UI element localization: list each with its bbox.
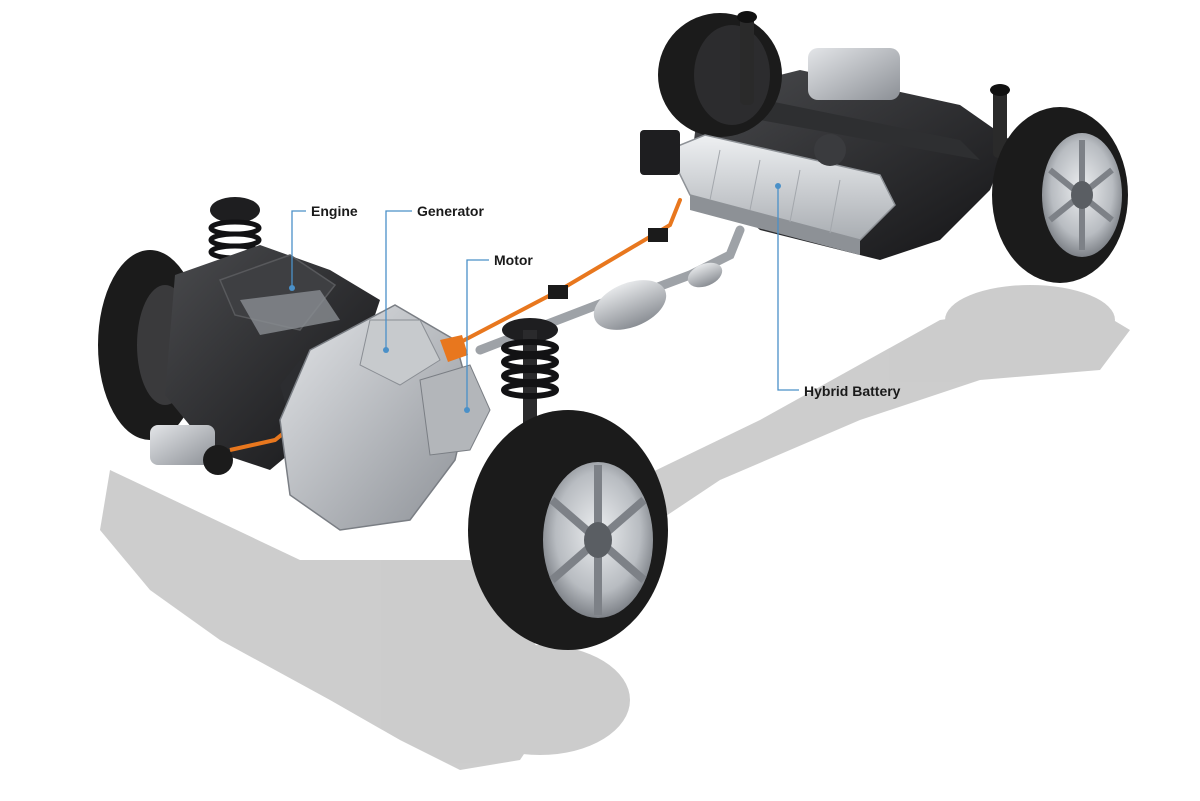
callout-dots [289, 183, 781, 413]
high-voltage-cable [453, 198, 682, 347]
battery-callout-line [777, 186, 799, 391]
rear-muffler [808, 48, 900, 100]
motor-callout-line [466, 259, 489, 410]
exhaust-system [475, 225, 745, 355]
rear-right-wheel [990, 84, 1128, 283]
fuel-tank-cap [814, 134, 846, 166]
battery-connector [640, 130, 680, 175]
motor-label: Motor [494, 252, 533, 268]
callout-lines [291, 186, 799, 410]
generator-callout-line [385, 210, 412, 350]
generator-label: Generator [417, 203, 484, 219]
rear-left-shock [740, 15, 754, 105]
hybrid-battery-label: Hybrid Battery [804, 383, 901, 399]
transaxle-housing [279, 304, 491, 531]
motor-housing [419, 364, 491, 456]
cable-clip [648, 228, 668, 242]
hybrid-battery-pack [640, 130, 896, 255]
cable-clip [548, 285, 568, 299]
rear-left-wheel [658, 11, 782, 137]
rear-right-shock [993, 88, 1007, 158]
front-right-wheel [468, 410, 668, 650]
engine-callout-line [291, 210, 306, 288]
engine-pulley-assembly [150, 425, 215, 465]
catalytic-converter [593, 280, 667, 330]
front-right-strut [501, 318, 559, 425]
front-left-strut [208, 197, 262, 261]
engine-label: Engine [311, 203, 358, 219]
motor-hv-connector [440, 335, 468, 362]
generator-housing [359, 319, 441, 386]
